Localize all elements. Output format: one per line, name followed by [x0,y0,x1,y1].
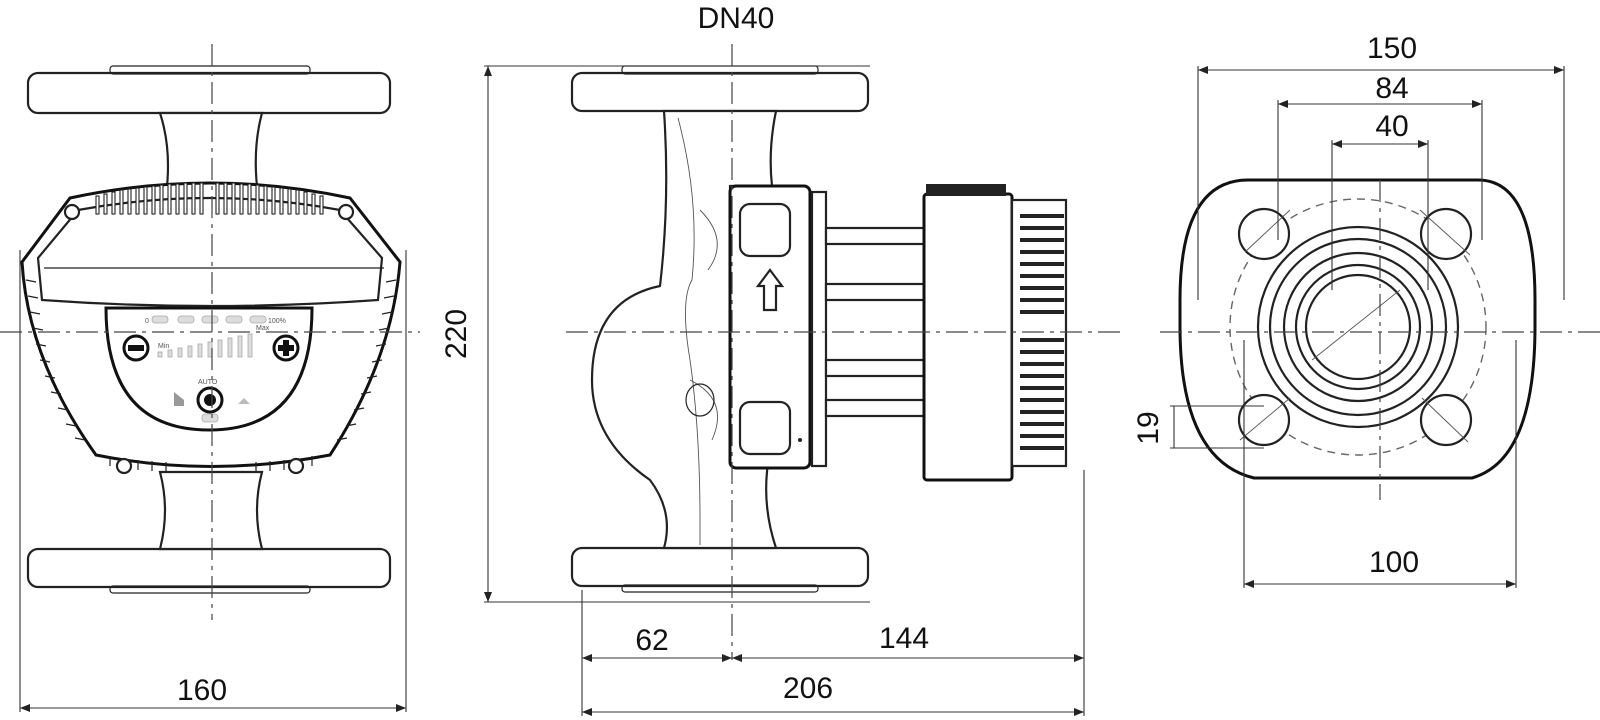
plus-button[interactable] [272,334,300,362]
front-view: 0 100% Min Max AUTO [20,65,402,594]
front-width-label: 160 [177,674,227,707]
center-lines [0,44,1600,660]
dimension-lines [19,65,1565,716]
flange-outer-width-label: 150 [1367,32,1417,65]
mode-icon [174,392,184,406]
panel-percent-label: 100% [268,318,286,325]
bore [1304,273,1412,381]
mode-icon [238,398,250,404]
electronics-box [922,192,1014,482]
speed-leds [151,315,267,324]
front-side-fins [25,279,397,472]
side-top-flange [570,71,870,113]
flow-arrow-icon [755,268,785,312]
front-bottom-flange [26,547,392,589]
inlet-offset-label: 62 [635,624,668,657]
bolt-hole-label: 19 [1132,411,1165,444]
dimension-labels: DN40 160 220 62 144 206 150 84 40 100 19 [177,2,1419,707]
motor-length-label: 144 [879,622,929,655]
auto-label: AUTO [198,379,218,386]
height-label: 220 [440,309,473,359]
control-panel [104,306,314,432]
level-bars [157,333,253,358]
bore-diameter-label: 40 [1375,110,1408,143]
motor-fins [810,190,828,468]
electronics-fins [1020,214,1064,450]
side-view [570,65,1068,593]
panel-zero-label: 0 [145,318,149,325]
flange-view [1178,178,1537,480]
screw-icon [337,203,355,221]
connection-size-label: DN40 [698,2,775,35]
front-top-flange [26,71,392,115]
panel-max-label: Max [256,325,270,332]
side-bottom-flange [570,546,870,588]
front-top-fins [95,182,324,215]
mode-knob[interactable] [196,386,224,423]
minus-button[interactable] [122,334,150,362]
bolt-circle-label: 100 [1369,546,1419,579]
screw-icon [115,457,133,475]
panel-min-label: Min [158,343,169,350]
total-length-label: 206 [783,672,833,705]
screw-icon [63,203,81,221]
screw-icon [287,457,305,475]
bore-ring-label: 84 [1375,72,1408,105]
